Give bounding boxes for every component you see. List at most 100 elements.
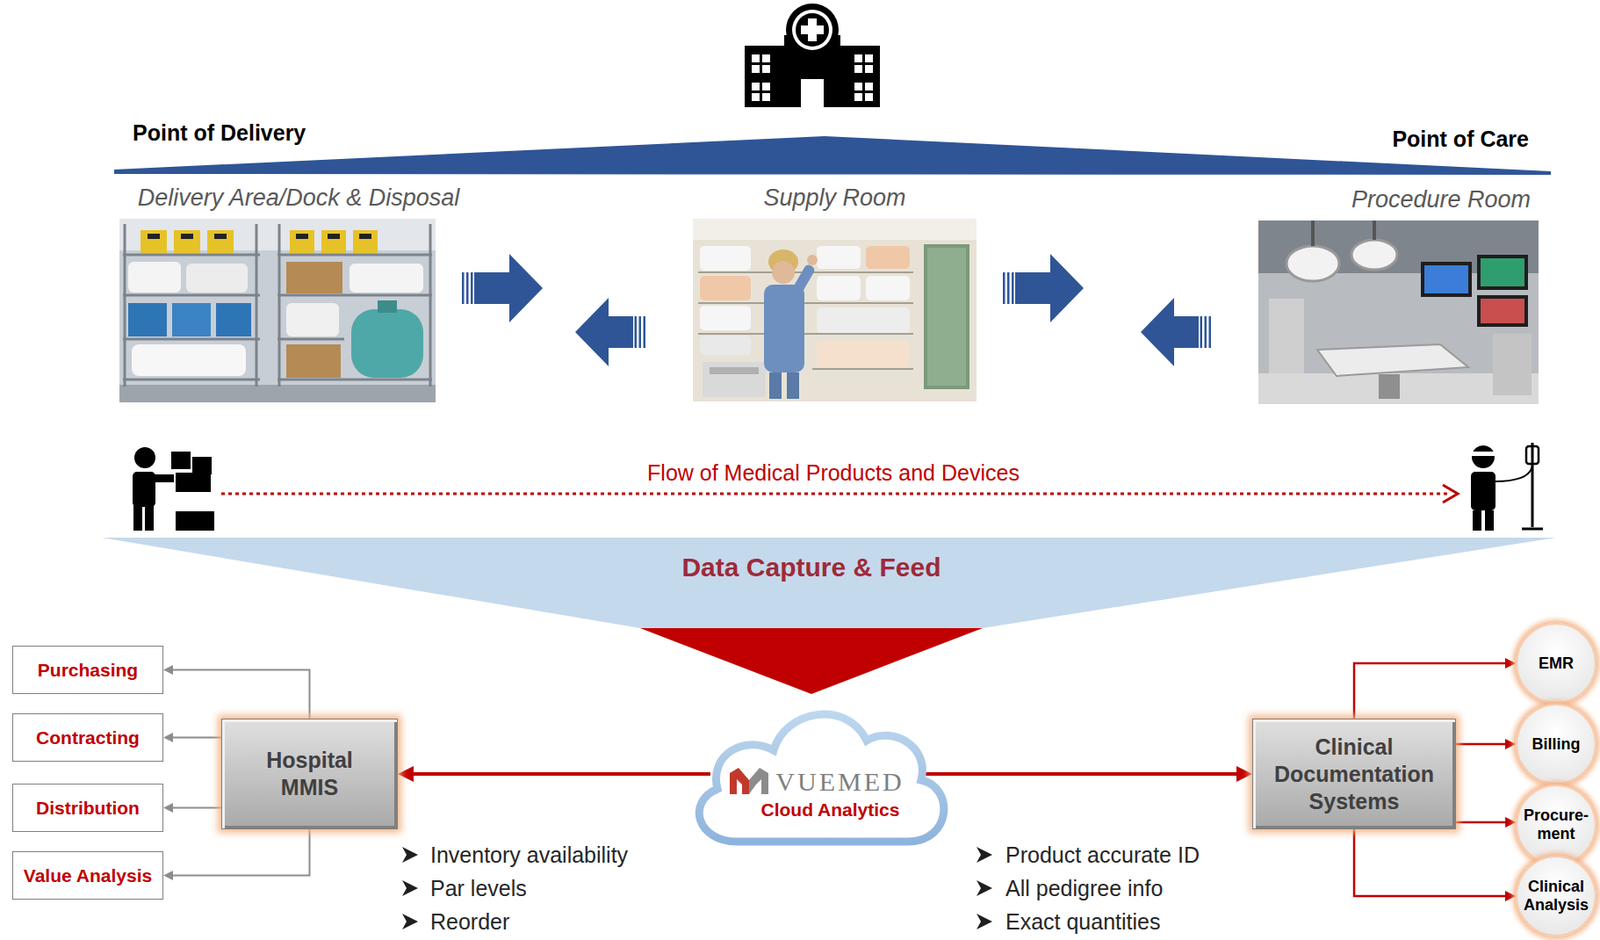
- arrow-head: [163, 870, 173, 880]
- label-wrap: Product accurate ID: [1005, 841, 1200, 868]
- heading-label: Point of Care: [1391, 125, 1529, 152]
- delivery-photo: [327, 233, 340, 239]
- flow-label: Flow of Medical Products and Devices: [647, 459, 1020, 486]
- connector-line: [409, 771, 711, 776]
- bullet-item: Inventory availability: [430, 841, 628, 868]
- hospital-icon: [795, 13, 829, 47]
- supply-room-photo: [699, 305, 751, 331]
- patient-icon: [1531, 442, 1535, 527]
- supply-room-photo: [816, 307, 910, 334]
- hospital-icon: [751, 64, 760, 73]
- delivery-photo: [359, 233, 372, 239]
- procedure-room-photo: [1258, 220, 1539, 404]
- procedure-room-photo: [1480, 258, 1525, 287]
- circle-label: Procure- ment: [1522, 806, 1591, 844]
- procedure-room-photo: [1480, 298, 1525, 324]
- hospital-icon: [792, 9, 833, 51]
- system-label: Hospital MMIS: [248, 746, 372, 801]
- bullet-symbols: [402, 879, 419, 896]
- arrow-head: [1505, 890, 1516, 901]
- photo-panel: Procedure Room: [1258, 220, 1539, 404]
- arrow-stripe: [1209, 316, 1212, 348]
- procedure-room-photo: [1378, 374, 1400, 399]
- connector: [925, 765, 1253, 782]
- photo-caption: Delivery Area/Dock & Disposal: [137, 183, 461, 212]
- hospital-icon: [751, 54, 760, 63]
- connector: [1455, 738, 1516, 750]
- connector-line: [1354, 663, 1509, 719]
- label-wrap: Exact quantities: [1005, 908, 1161, 935]
- procedure-room-photo: [1420, 261, 1472, 297]
- supply-room-photo: [865, 245, 910, 269]
- flow-arrow: [1442, 484, 1458, 503]
- null: [277, 338, 345, 341]
- connector-line: [1354, 828, 1509, 896]
- connector-line: [170, 670, 310, 720]
- function-label: Purchasing: [37, 658, 138, 682]
- band-fill: [101, 537, 1557, 628]
- hospital-icon: [854, 54, 863, 63]
- block-arrow: [575, 297, 634, 367]
- hospital-icon: [864, 64, 873, 73]
- output-circle: Clinical Analysis: [1515, 855, 1597, 937]
- supply-room-photo: [789, 263, 816, 300]
- supply-room-photo: [816, 340, 910, 368]
- hospital-icon: [864, 82, 873, 91]
- bullet-symbols: [976, 846, 993, 863]
- label-wrap: Point of Delivery: [132, 119, 306, 146]
- hospital-icon: [744, 45, 789, 108]
- null: [698, 272, 914, 369]
- connector-line: [170, 736, 222, 739]
- null: [277, 378, 433, 382]
- worker-icon: [175, 472, 211, 492]
- arrow-stripe: [1007, 272, 1010, 304]
- block-arrow: [1015, 253, 1084, 323]
- supply-room-photo: [702, 361, 766, 397]
- connector: [163, 732, 222, 743]
- label-wrap: All pedigree info: [1005, 874, 1163, 901]
- delivery-photo: [351, 309, 424, 378]
- patient-icon: [1521, 527, 1543, 531]
- data-band: Data Capture & Feed: [101, 537, 1557, 628]
- hospital-icon: [762, 54, 771, 63]
- arrow-head: [163, 664, 173, 675]
- logo-mark: [749, 767, 769, 794]
- arrow-head: [163, 732, 173, 743]
- roof-line: [114, 136, 1551, 175]
- arrow-stripe: [634, 316, 638, 348]
- band-title: Data Capture & Feed: [681, 551, 941, 584]
- caption-wrap: Procedure Room: [1003, 185, 1531, 214]
- function-box: Value Analysis: [12, 850, 164, 900]
- label-wrap: Par levels: [430, 874, 527, 901]
- output-circle: Procure- ment: [1515, 784, 1597, 865]
- delivery-photo: [321, 230, 346, 253]
- delivery-photo: [353, 230, 378, 253]
- supply-room-photo: [786, 372, 800, 399]
- hospital-icon: [762, 64, 771, 73]
- delivery-photo: [119, 384, 436, 403]
- label-wrap: Flow of Medical Products and Devices: [394, 459, 1273, 486]
- worker-icon: [133, 504, 143, 531]
- hospital-icon: [800, 25, 824, 35]
- delivery-photo: [216, 302, 252, 337]
- label-wrap: Point of Care: [1391, 125, 1529, 152]
- roof-line: [114, 136, 1551, 175]
- supply-room-photo: [927, 247, 966, 386]
- hospital-icon: [854, 64, 863, 73]
- connector-line: [170, 828, 310, 876]
- bullet-item: Par levels: [430, 874, 527, 901]
- procedure-room-photo: [1424, 265, 1469, 294]
- photo-panel: Supply Room: [692, 218, 977, 402]
- patient-icon: [1470, 471, 1496, 511]
- procedure-room-photo: [1258, 220, 1539, 404]
- hospital-icon: [751, 93, 760, 101]
- system-box: Hospital MMIS: [221, 718, 398, 829]
- connector-line: [925, 771, 1241, 776]
- delivery-photo: [186, 263, 248, 293]
- patient-icon: [1472, 510, 1482, 531]
- null: [277, 294, 433, 297]
- delivery-photo: [377, 300, 397, 313]
- null: [429, 223, 433, 387]
- connector: [1140, 297, 1211, 367]
- band-shape: [101, 537, 1557, 628]
